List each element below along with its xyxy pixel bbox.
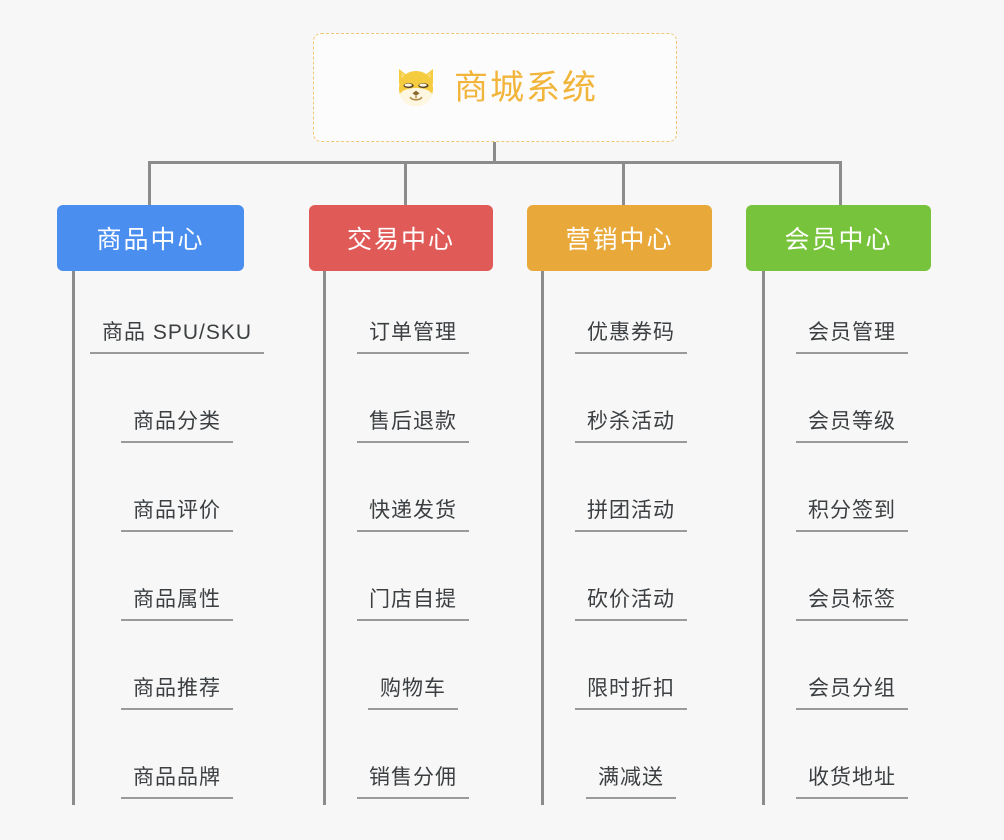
item-label: 销售分佣 [357, 761, 469, 799]
item-label: 会员等级 [796, 405, 908, 443]
category-box-2[interactable]: 交易中心 [309, 205, 493, 271]
list-item[interactable]: 商品属性 [72, 538, 282, 627]
category-label-3: 营销中心 [565, 226, 674, 254]
item-label: 售后退款 [357, 405, 469, 443]
category-label-1: 商品中心 [96, 226, 205, 254]
column-rail-4 [762, 271, 765, 805]
list-item[interactable]: 会员标签 [762, 538, 942, 627]
connector-drop-3 [622, 161, 625, 207]
list-item[interactable]: 门店自提 [323, 538, 503, 627]
list-item[interactable]: 销售分佣 [323, 716, 503, 805]
item-label: 会员标签 [796, 583, 908, 621]
column-rail-2 [323, 271, 326, 805]
list-item[interactable]: 收货地址 [762, 716, 942, 805]
item-column-3: 优惠券码 秒杀活动 拼团活动 砍价活动 限时折扣 满减送 [541, 271, 721, 805]
list-item[interactable]: 拼团活动 [541, 449, 721, 538]
list-item[interactable]: 快递发货 [323, 449, 503, 538]
item-label: 会员管理 [796, 316, 908, 354]
item-label: 拼团活动 [575, 494, 687, 532]
item-label: 订单管理 [357, 316, 469, 354]
shiba-dog-icon [392, 64, 440, 112]
connector-drop-4 [839, 161, 842, 207]
item-label: 收货地址 [796, 761, 908, 799]
list-item[interactable]: 商品分类 [72, 360, 282, 449]
column-rail-1 [72, 271, 75, 805]
list-item[interactable]: 砍价活动 [541, 538, 721, 627]
list-item[interactable]: 商品推荐 [72, 627, 282, 716]
list-item[interactable]: 秒杀活动 [541, 360, 721, 449]
list-item[interactable]: 商品品牌 [72, 716, 282, 805]
item-label: 商品评价 [121, 494, 233, 532]
list-item[interactable]: 购物车 [323, 627, 503, 716]
item-label: 限时折扣 [575, 672, 687, 710]
item-label: 门店自提 [357, 583, 469, 621]
category-box-1[interactable]: 商品中心 [57, 205, 244, 271]
list-item[interactable]: 会员管理 [762, 271, 942, 360]
item-label: 积分签到 [796, 494, 908, 532]
list-item[interactable]: 商品 SPU/SKU [72, 271, 282, 360]
item-label: 购物车 [368, 672, 458, 710]
category-label-2: 交易中心 [346, 226, 455, 254]
item-label: 会员分组 [796, 672, 908, 710]
root-title: 商城系统 [454, 68, 598, 107]
category-box-4[interactable]: 会员中心 [746, 205, 931, 271]
item-label: 快递发货 [357, 494, 469, 532]
list-item[interactable]: 限时折扣 [541, 627, 721, 716]
connector-horizontal-bus [148, 161, 842, 164]
item-label: 满减送 [586, 761, 676, 799]
list-item[interactable]: 售后退款 [323, 360, 503, 449]
item-label: 商品 SPU/SKU [89, 316, 265, 354]
connector-drop-2 [404, 161, 407, 207]
list-item[interactable]: 会员等级 [762, 360, 942, 449]
list-item[interactable]: 满减送 [541, 716, 721, 805]
item-label: 商品品牌 [121, 761, 233, 799]
item-column-1: 商品 SPU/SKU 商品分类 商品评价 商品属性 商品推荐 商品品牌 [72, 271, 282, 805]
list-item[interactable]: 订单管理 [323, 271, 503, 360]
item-label: 优惠券码 [575, 316, 687, 354]
item-label: 商品分类 [121, 405, 233, 443]
list-item[interactable]: 优惠券码 [541, 271, 721, 360]
root-node[interactable]: 商城系统 [313, 33, 677, 142]
item-column-4: 会员管理 会员等级 积分签到 会员标签 会员分组 收货地址 [762, 271, 942, 805]
item-label: 砍价活动 [575, 583, 687, 621]
item-label: 商品推荐 [121, 672, 233, 710]
item-label: 秒杀活动 [575, 405, 687, 443]
connector-root-stem [493, 142, 496, 164]
column-rail-3 [541, 271, 544, 805]
category-box-3[interactable]: 营销中心 [527, 205, 712, 271]
connector-drop-1 [148, 161, 151, 207]
item-column-2: 订单管理 售后退款 快递发货 门店自提 购物车 销售分佣 [323, 271, 503, 805]
item-label: 商品属性 [121, 583, 233, 621]
list-item[interactable]: 积分签到 [762, 449, 942, 538]
list-item[interactable]: 商品评价 [72, 449, 282, 538]
category-label-4: 会员中心 [784, 226, 893, 254]
list-item[interactable]: 会员分组 [762, 627, 942, 716]
